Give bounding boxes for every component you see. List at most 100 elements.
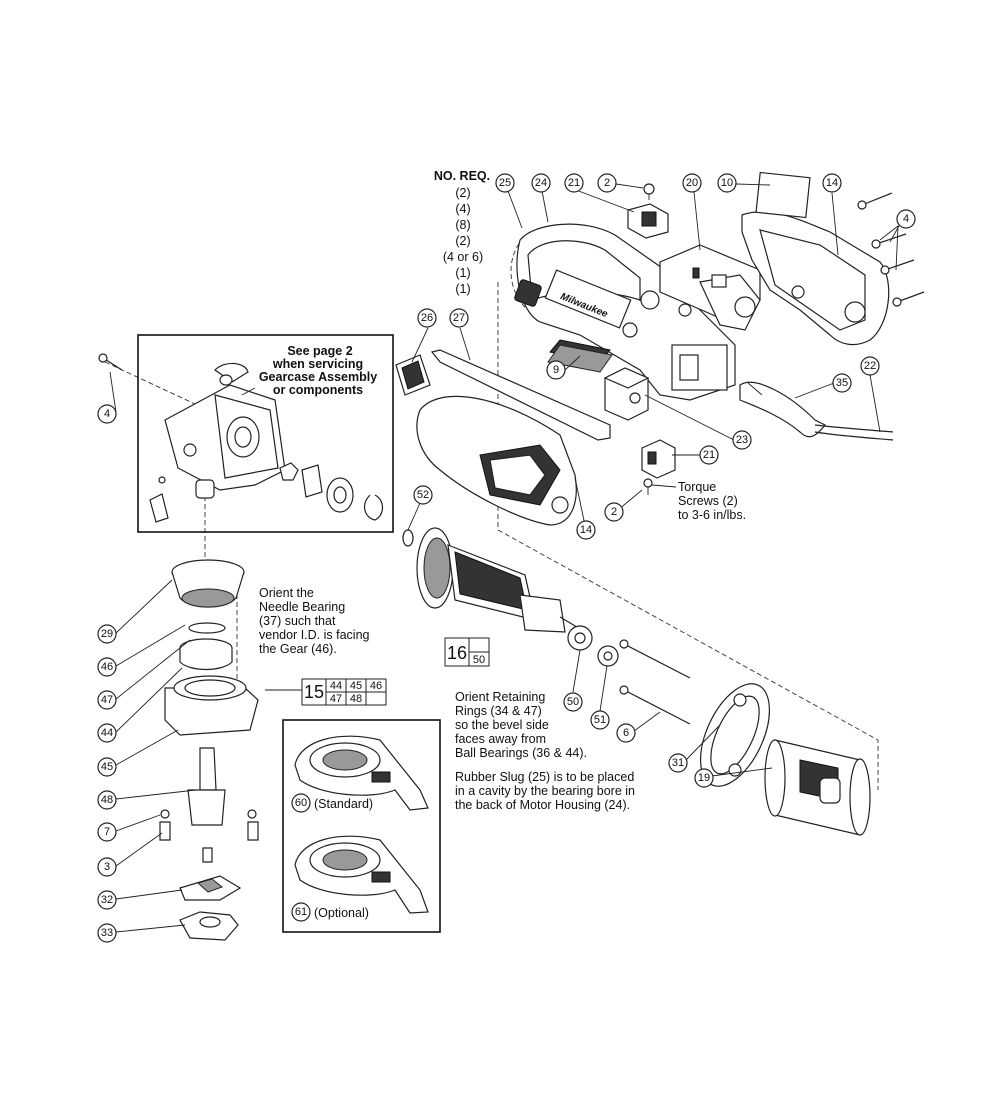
brush-assembly-part (603, 367, 650, 421)
note-needle-bearing: Orient the Needle Bearing (37) such that… (259, 586, 370, 656)
note-line: vendor I.D. is facing (259, 628, 370, 642)
callout: 50 (563, 692, 583, 712)
callout-number: 26 (421, 312, 433, 324)
callout: 4 (896, 209, 916, 229)
screw-left-part (98, 353, 123, 371)
note-line: the Gear (46). (259, 642, 337, 656)
kit-part: 46 (370, 680, 382, 692)
note-line: Rings (34 & 47) (455, 704, 542, 718)
long-screws-part (619, 639, 691, 725)
callout: 46 (97, 657, 117, 677)
callout-number: 2 (604, 177, 610, 189)
callout: 3 (97, 857, 117, 877)
callout-number: 50 (567, 696, 579, 708)
note-line: when servicing (272, 357, 363, 371)
callout-number: 21 (568, 177, 580, 189)
gear-stack-part (159, 559, 259, 941)
kit-number: 16 (447, 643, 467, 663)
callout-number: 51 (594, 714, 606, 726)
callout: 48 (97, 790, 117, 810)
callout: 45 (97, 757, 117, 777)
baffle-part (699, 683, 771, 787)
callout: 10 (717, 173, 737, 193)
paddle-strip-part (430, 349, 611, 441)
note-retaining-rings: Orient Retaining Rings (34 & 47) so the … (455, 690, 587, 760)
note-gearcase: See page 2 when servicing Gearcase Assem… (241, 344, 377, 397)
no-req-column: NO. REQ. (2) (4) (8) (2) (4 or 6) (1) (1… (434, 169, 490, 296)
switch-assembly-part (659, 244, 761, 331)
guard-optional-number: 61 (295, 906, 307, 918)
note-line: Gearcase Assembly (259, 370, 377, 384)
callout-number: 20 (686, 177, 698, 189)
note-line: or components (273, 383, 363, 397)
screw-part (643, 183, 655, 200)
nameplate-part (547, 344, 613, 373)
no-req-heading: NO. REQ. (434, 169, 490, 183)
callout-number: 10 (721, 177, 733, 189)
callout-number: 29 (101, 628, 113, 640)
air-filter-part (395, 354, 431, 396)
callout-number: 3 (104, 861, 110, 873)
note-line: Rubber Slug (25) is to be placed (455, 770, 634, 784)
bearing-part (567, 625, 619, 667)
note-line: to 3-6 in/lbs. (678, 508, 746, 522)
kit-15-table: 15 44 45 46 47 48 (265, 678, 387, 706)
callout-number: 4 (104, 408, 110, 420)
kit-16-table: 16 50 (444, 637, 490, 667)
no-req-value: (8) (455, 218, 470, 232)
no-req-value: (1) (455, 266, 470, 280)
callout-number: 33 (101, 927, 113, 939)
kit-part: 47 (330, 693, 342, 705)
field-part (764, 739, 871, 836)
callout: 24 (531, 173, 551, 193)
callout: 23 (732, 430, 752, 450)
callout: 51 (590, 710, 610, 730)
callout-leaders (109, 183, 901, 933)
note-line: faces away from (455, 732, 546, 746)
callout-number: 23 (736, 434, 748, 446)
callout: 22 (860, 356, 880, 376)
no-req-value: (2) (455, 186, 470, 200)
callout-number: 47 (101, 694, 113, 706)
callout: 19 (694, 768, 714, 788)
note-line: the back of Motor Housing (24). (455, 798, 630, 812)
callout-number: 6 (623, 727, 629, 739)
no-req-value: (4) (455, 202, 470, 216)
callout-number: 22 (864, 360, 876, 372)
callout-number: 46 (101, 661, 113, 673)
callout-number: 35 (836, 377, 848, 389)
callout-number: 52 (417, 489, 429, 501)
note-line: (37) such that (259, 614, 336, 628)
callout: 27 (449, 308, 469, 328)
callout: 21 (564, 173, 584, 193)
callout: 7 (97, 822, 117, 842)
callout-number: 24 (535, 177, 547, 189)
note-line: so the bevel side (455, 718, 549, 732)
note-rubber-slug: Rubber Slug (25) is to be placed in a ca… (455, 770, 635, 812)
kit-part: 48 (350, 693, 362, 705)
brush-holder-part (641, 439, 676, 495)
kit-part: 50 (473, 654, 485, 666)
note-line: Ball Bearings (36 & 44). (455, 746, 587, 760)
gearcase-inset-box (137, 334, 394, 533)
callout: 2 (604, 502, 624, 522)
callout: 4 (97, 404, 117, 424)
guard-optional-label: (Optional) (314, 906, 369, 920)
kit-part: 45 (350, 680, 362, 692)
callout: 31 (668, 753, 688, 773)
callout: 33 (97, 923, 117, 943)
note-line: Orient the (259, 586, 314, 600)
guard-standard-part (294, 735, 429, 811)
callout: 21 (699, 445, 719, 465)
guard-standard-label: (Standard) (314, 797, 373, 811)
note-line: in a cavity by the bearing bore in (455, 784, 635, 798)
callout: 26 (417, 308, 437, 328)
guard-standard-number: 60 (295, 797, 307, 809)
callout-number: 14 (580, 524, 592, 536)
paddle-handle-part (416, 395, 577, 526)
handle-cover-part (741, 171, 890, 346)
callout: 44 (97, 723, 117, 743)
callout-number: 44 (101, 727, 113, 739)
note-line: Torque (678, 480, 716, 494)
guard-inset-box: 60 (Standard) 61 (Optional) (282, 719, 441, 933)
